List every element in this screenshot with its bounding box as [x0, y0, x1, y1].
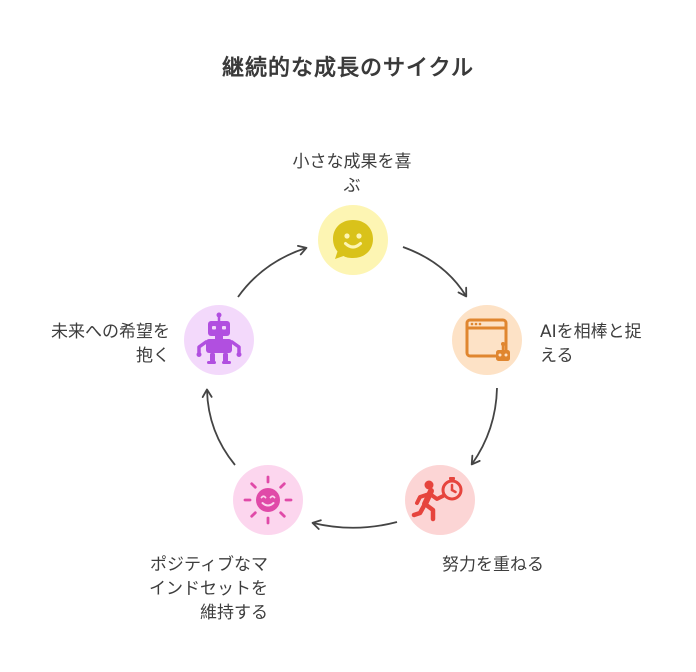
- arrow-celebrate-to-ai: [402, 246, 468, 298]
- arrow-effort-to-mindset: [311, 519, 398, 530]
- smiling-sun-icon: [243, 475, 293, 525]
- label-celebrate: 小さな成果を喜 ぶ: [292, 152, 412, 196]
- arrow-ai-to-effort: [470, 387, 498, 466]
- smiling-speech-bubble-icon: [333, 220, 373, 259]
- node-positive-mindset: [233, 465, 303, 535]
- running-person-stopwatch-icon: [411, 477, 463, 522]
- node-celebrate: [318, 205, 388, 275]
- node-ai-partner: [452, 305, 522, 375]
- app-window-robot-icon: [465, 318, 510, 361]
- label-effort: 努力を重ねる: [442, 555, 544, 575]
- diagram-title: 継続的な成長のサイクル: [222, 56, 474, 81]
- node-hope: [184, 305, 254, 375]
- label-ai-partner: AIを相棒と捉 える: [540, 322, 642, 366]
- label-positive-mindset: ポジティブなマ インドセットを 維持する: [149, 555, 268, 623]
- robot-icon: [196, 312, 242, 364]
- node-effort: [405, 465, 475, 535]
- arrow-hope-to-celebrate: [237, 244, 308, 298]
- arrow-mindset-to-hope: [201, 388, 236, 466]
- label-hope: 未来への希望を 抱く: [51, 322, 170, 366]
